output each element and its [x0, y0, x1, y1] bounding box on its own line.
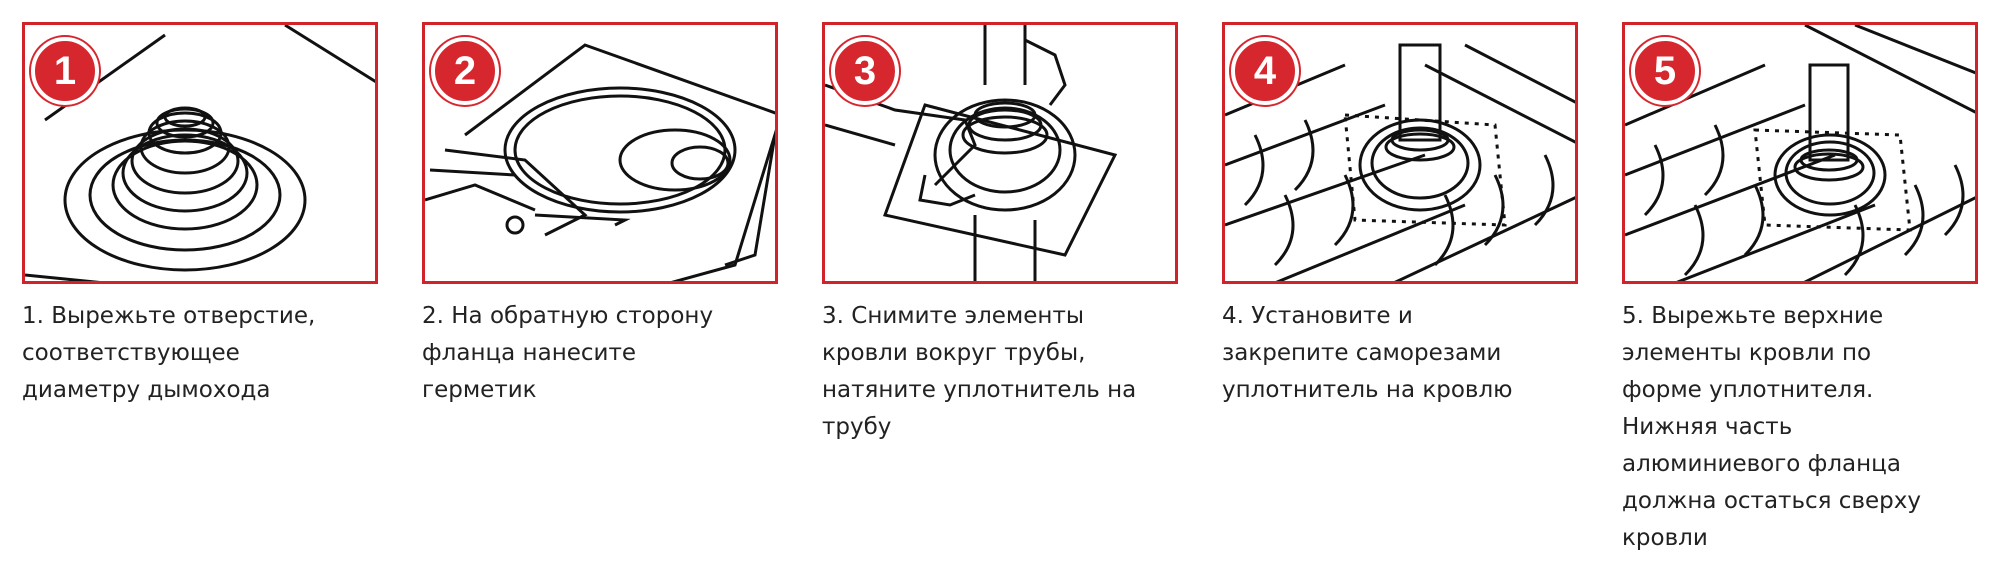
step-4-illustration: 4	[1222, 22, 1578, 284]
step-3-caption: 3. Снимите элементы кровли вокруг трубы,…	[822, 298, 1184, 446]
step-2-caption: 2. На обратную сторону фланца нанесите г…	[422, 298, 784, 409]
step-5-illustration: 5	[1622, 22, 1978, 284]
step-5-caption: 5. Вырежьте верхние элементы кровли по ф…	[1622, 298, 1984, 557]
step-3-number-badge: 3	[831, 37, 899, 105]
step-3-illustration: 3	[822, 22, 1178, 284]
step-5-number-badge: 5	[1631, 37, 1699, 105]
step-2-illustration: 2	[422, 22, 778, 284]
step-1-illustration: 1	[22, 22, 378, 284]
step-4-caption: 4. Установите и закрепите саморезами упл…	[1222, 298, 1584, 409]
step-1-caption: 1. Вырежьте отверстие, соответствующее д…	[22, 298, 384, 409]
step-1-number-badge: 1	[31, 37, 99, 105]
step-4-number-badge: 4	[1231, 37, 1299, 105]
step-2-number-badge: 2	[431, 37, 499, 105]
